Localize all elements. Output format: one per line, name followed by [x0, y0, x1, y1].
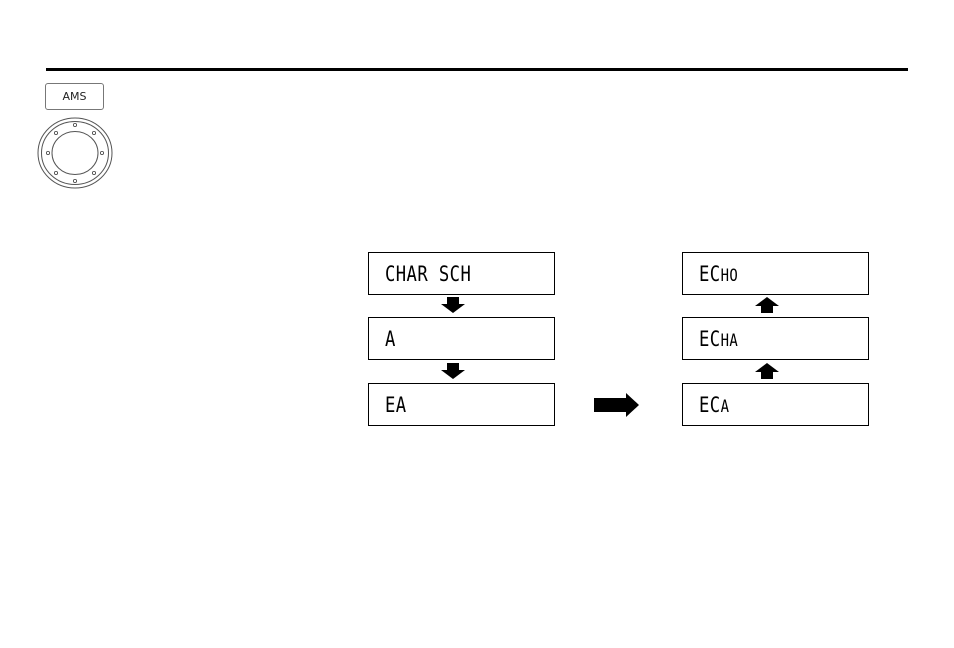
lcd-display-char-search: CHAR SCH	[368, 252, 555, 295]
lcd-cursor-text: A	[721, 397, 730, 417]
lcd-display-input-ea: EA	[368, 383, 555, 426]
down-arrow-icon	[440, 297, 466, 314]
ams-button[interactable]: AMS	[45, 83, 104, 110]
header-rule	[46, 68, 908, 71]
up-arrow-icon	[754, 297, 780, 314]
lcd-text: ECHA	[699, 327, 738, 353]
up-arrow-icon	[754, 363, 780, 380]
lcd-text: ECHO	[699, 262, 738, 288]
lcd-text: CHAR SCH	[385, 262, 471, 286]
lcd-typed-text: EC	[699, 327, 721, 351]
lcd-text: A	[385, 327, 396, 351]
down-arrow-icon	[440, 363, 466, 380]
lcd-cursor-text: HA	[721, 331, 739, 351]
lcd-display-echo: ECHO	[682, 252, 869, 295]
lcd-cursor-text: HO	[721, 266, 739, 286]
lcd-display-input-a: A	[368, 317, 555, 360]
right-arrow-icon	[594, 393, 640, 417]
lcd-text: ECA	[699, 393, 729, 419]
lcd-display-eca: ECA	[682, 383, 869, 426]
lcd-display-echa: ECHA	[682, 317, 869, 360]
lcd-text: EA	[385, 393, 407, 417]
lcd-typed-text: EC	[699, 393, 721, 417]
lcd-typed-text: EC	[699, 262, 721, 286]
ams-dial[interactable]	[36, 117, 114, 189]
